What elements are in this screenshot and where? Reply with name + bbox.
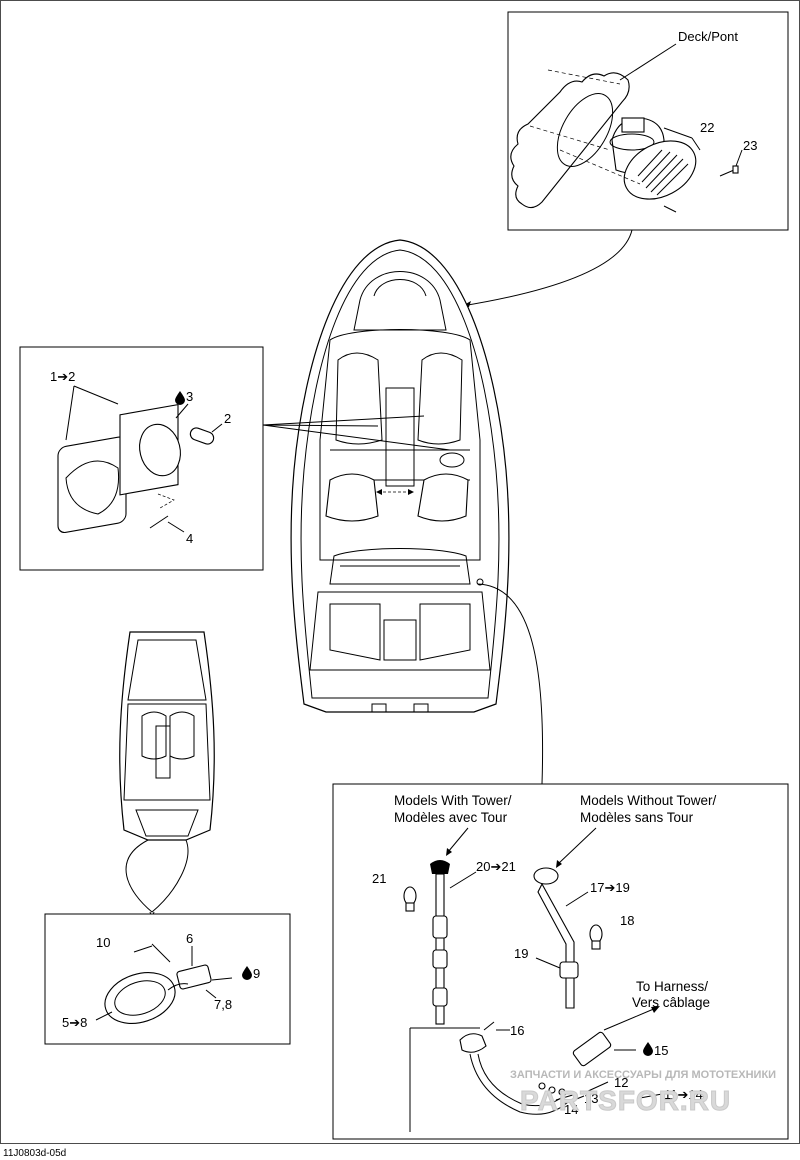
callout-13: 13 — [584, 1091, 598, 1106]
oil-drop-icon — [643, 1042, 653, 1056]
callout-14: 14 — [564, 1102, 578, 1117]
callout-4: 4 — [186, 531, 193, 546]
callout-20to21: 20➔21 — [476, 859, 516, 874]
header-with-tower-en: Models With Tower/ — [394, 793, 512, 808]
callout-19: 19 — [514, 946, 528, 961]
header-harness-en: To Harness/ — [636, 979, 708, 994]
callout-18: 18 — [620, 913, 634, 928]
oil-drop-icon — [175, 391, 185, 405]
tower-light-pole — [435, 873, 445, 1025]
header-without-tower-en: Models Without Tower/ — [580, 793, 717, 808]
header-without-tower-fr: Modèles sans Tour — [580, 810, 694, 825]
light-bezel — [57, 436, 127, 534]
callout-2: 2 — [224, 411, 231, 426]
callout-17to19: 17➔19 — [590, 880, 630, 895]
deck-panel — [510, 72, 630, 209]
watermark-line1: ЗАПЧАСТИ И АКСЕССУАРЫ ДЛЯ МОТОТЕХНИКИ — [510, 1069, 776, 1081]
callout-10: 10 — [96, 935, 110, 950]
header-harness-fr: Vers câblage — [632, 995, 710, 1010]
boat-rear-view — [119, 631, 215, 920]
callout-21: 21 — [372, 871, 386, 886]
diagram-id: 11J0803d-05d — [3, 1148, 66, 1159]
socket-base — [459, 1033, 487, 1053]
horn-detail-box: Deck/Pont 22 23 — [507, 11, 789, 231]
harness-connector — [572, 1031, 612, 1067]
callout-6: 6 — [186, 931, 193, 946]
boat-top-view — [290, 239, 510, 713]
callout-deck: Deck/Pont — [678, 29, 738, 44]
stern-light-pole — [537, 882, 575, 1009]
tower-light-cap — [430, 860, 450, 874]
callout-23: 23 — [743, 138, 757, 153]
watermark-line2: PARTSFOR.RU — [520, 1085, 731, 1116]
callout-5to8: 5➔8 — [62, 1015, 87, 1030]
rear-light-housing — [104, 972, 176, 1024]
rear-light-box: 10 6 9 7,8 5➔8 — [44, 913, 291, 1045]
stern-light-cap — [533, 867, 559, 885]
horn-grille — [623, 140, 697, 200]
rear-light-connector — [176, 964, 212, 990]
header-with-tower-fr: Modèles avec Tour — [394, 810, 508, 825]
callout-9: 9 — [253, 966, 260, 981]
cockpit-light-box: 1➔2 3 2 4 — [19, 346, 264, 571]
callout-11to14: 11➔14 — [664, 1087, 703, 1102]
oil-drop-icon — [242, 966, 252, 980]
callout-78: 7,8 — [214, 997, 232, 1012]
callout-15: 15 — [654, 1043, 668, 1058]
callout-22: 22 — [700, 120, 714, 135]
callout-1to2: 1➔2 — [50, 369, 75, 384]
callout-16: 16 — [510, 1023, 524, 1038]
light-bulb — [189, 427, 215, 445]
callout-12: 12 — [614, 1075, 628, 1090]
callout-3: 3 — [186, 389, 193, 404]
stern-light-box: Models With Tower/ Modèles avec Tour Mod… — [332, 783, 789, 1140]
